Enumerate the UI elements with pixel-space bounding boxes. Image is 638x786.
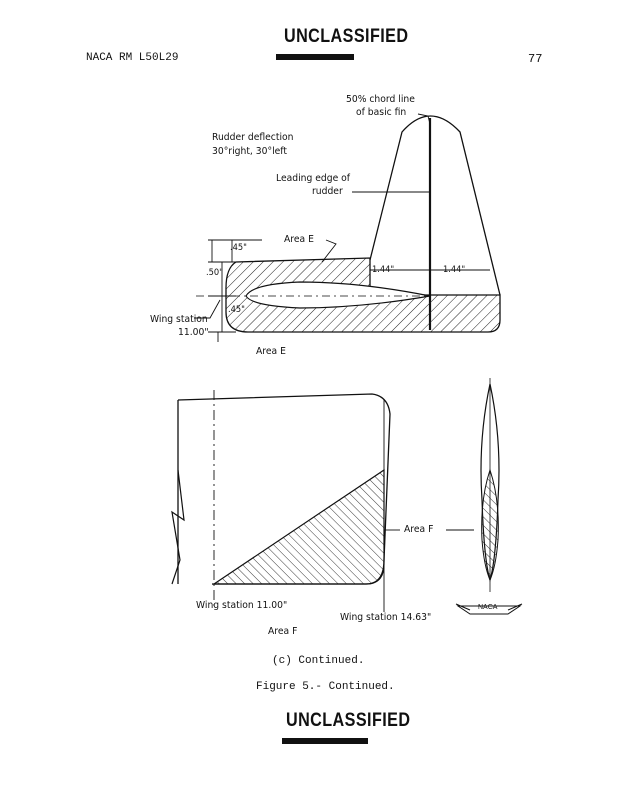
report-id: NACA RM L50L29 [86,52,179,64]
area-f-label: Area F [404,524,434,535]
wing-station-right-label: Wing station 14.63" [340,612,432,623]
dim-144-left: 1.44" [372,265,395,275]
redaction-bar-bottom [282,738,368,744]
area-f-region [212,468,385,585]
chord-line-label-2: of basic fin [356,107,407,118]
dim-50: .50" [206,268,223,278]
area-e-caption: Area E [256,346,286,357]
rudder-deflection-label-2: 30°right, 30°left [212,146,287,157]
naca-logo-text: NACA [478,604,498,611]
rudder-deflection-label-1: Rudder deflection [212,132,294,143]
dim-144-right: 1.44" [443,265,466,275]
sub-caption: (c) Continued. [272,655,365,667]
wing-station-label-2: 11.00" [178,327,209,338]
dim-45-top: .45" [230,243,247,253]
airfoil-section [245,281,431,309]
page-number: 77 [528,52,543,66]
fin-outline [369,115,501,296]
chord-line-label-1: 50% chord line [346,94,415,105]
wing-station-label-1: Wing station [150,314,208,325]
classification-bottom: UNCLASSIFIED [286,710,411,731]
area-e-label: Area E [284,234,314,245]
classification-top: UNCLASSIFIED [284,26,409,47]
naca-logo [455,603,523,615]
dim-45-bottom: .45" [228,305,245,315]
leading-edge-label-1: Leading edge of [276,173,351,184]
area-f-caption: Area F [268,626,298,637]
wing-station-left-label: Wing station 11.00" [196,600,288,611]
leading-edge-label-2: rudder [312,186,343,197]
figure-caption: Figure 5.- Continued. [256,681,395,693]
redaction-bar-top [276,54,354,60]
